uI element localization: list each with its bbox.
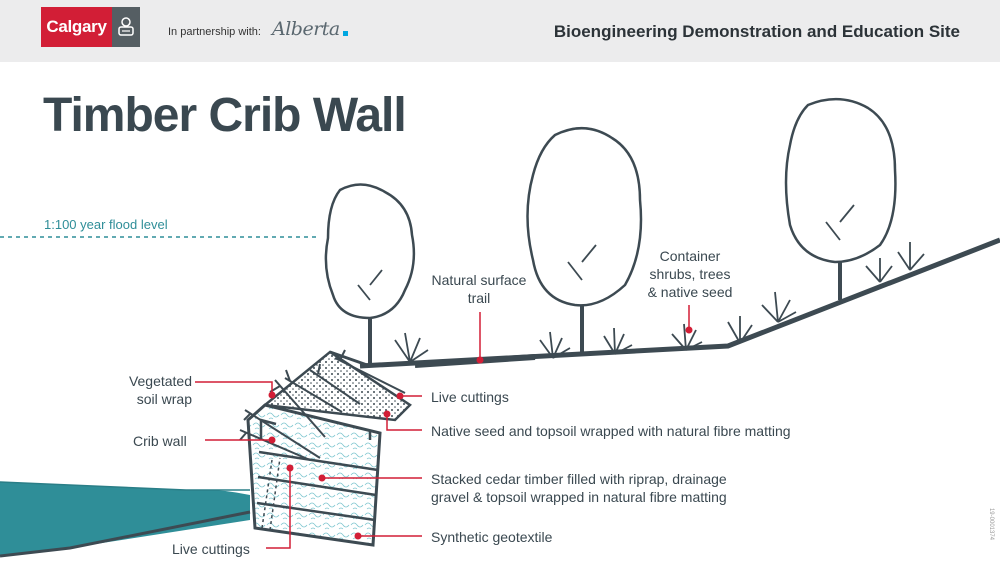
container-shrubs-label: Container shrubs, trees & native seed bbox=[634, 247, 746, 301]
crest-icon bbox=[112, 7, 140, 47]
tree bbox=[526, 127, 643, 356]
crib-wall-label: Crib wall bbox=[133, 433, 187, 449]
streambed bbox=[0, 510, 251, 558]
live-cuttings-top-label: Live cuttings bbox=[431, 389, 509, 405]
page-title: Timber Crib Wall bbox=[43, 89, 407, 142]
alberta-logo: Alberta bbox=[272, 18, 340, 40]
veg-soil-label-line2: soil wrap bbox=[136, 391, 192, 407]
site-title: Bioengineering Demonstration and Educati… bbox=[553, 22, 960, 41]
document-code: 19-0001374 bbox=[988, 507, 994, 540]
vegetated-soil-wrap-label: Vegetated soil wrap bbox=[112, 372, 192, 408]
container-label-line1: Container bbox=[659, 248, 721, 264]
water-surface bbox=[0, 481, 250, 491]
vegetated-soil-wrap bbox=[261, 350, 412, 422]
calgary-wordmark: Calgary bbox=[41, 7, 112, 47]
alberta-logo-mark bbox=[343, 31, 348, 36]
callout-lines bbox=[195, 305, 690, 549]
partner-text: In partnership with: bbox=[168, 26, 261, 38]
natural-trail-label-line1: Natural surface bbox=[431, 272, 527, 288]
callout-dots bbox=[268, 326, 693, 540]
calgary-logo: Calgary bbox=[41, 7, 140, 47]
natural-trail-label: Natural surface trail bbox=[425, 271, 533, 307]
veg-soil-label-line1: Vegetated bbox=[128, 373, 192, 389]
tree bbox=[784, 97, 897, 300]
geotextile-label: Synthetic geotextile bbox=[431, 529, 553, 545]
crib-wall-structure bbox=[246, 403, 382, 547]
stacked-cedar-label-line2: gravel & topsoil wrapped in natural fibr… bbox=[431, 489, 727, 505]
stacked-cedar-label: Stacked cedar timber filled with riprap,… bbox=[431, 470, 727, 506]
water-body bbox=[0, 482, 250, 556]
tree bbox=[324, 183, 416, 366]
container-label-line2: shrubs, trees bbox=[649, 266, 731, 282]
live-cuttings bbox=[239, 349, 406, 461]
page-header: Calgary In partnership with: Alberta Bio… bbox=[0, 0, 1000, 62]
live-cuttings-bottom-label: Live cuttings bbox=[172, 541, 250, 557]
flood-level-label: 1:100 year flood level bbox=[44, 217, 168, 232]
container-label-line3: & native seed bbox=[647, 284, 733, 300]
native-seed-label: Native seed and topsoil wrapped with nat… bbox=[431, 423, 791, 439]
grass-clumps bbox=[394, 242, 925, 363]
trail-surface bbox=[414, 354, 536, 368]
natural-trail-label-line2: trail bbox=[467, 290, 491, 306]
stacked-cedar-label-line1: Stacked cedar timber filled with riprap,… bbox=[431, 471, 727, 487]
